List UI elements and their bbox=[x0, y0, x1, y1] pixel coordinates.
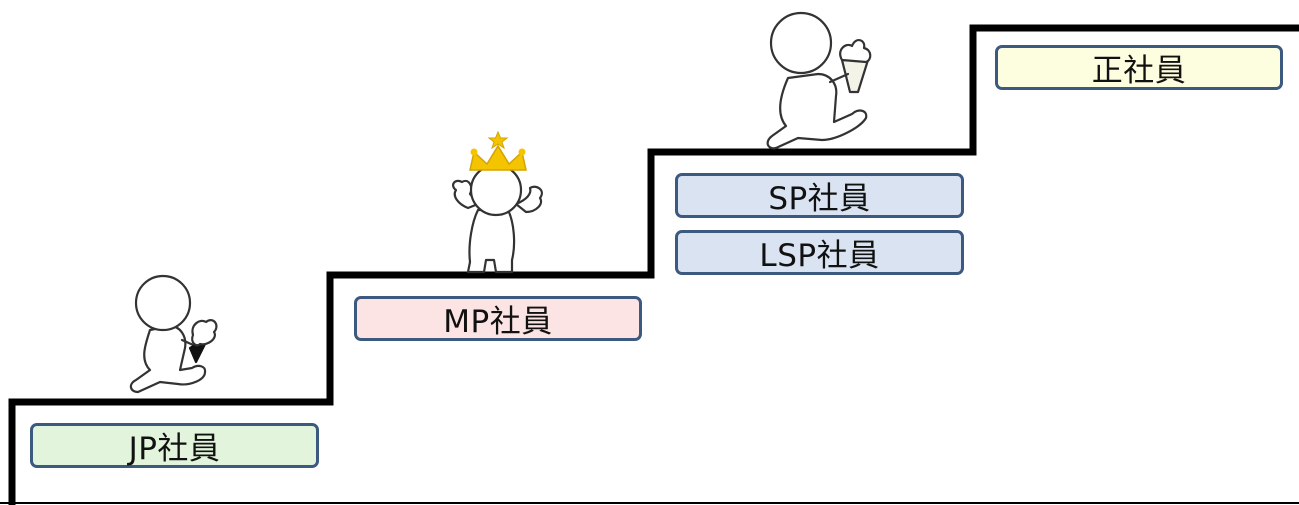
rank-box-mp: MP社員 bbox=[354, 296, 642, 341]
rank-box-sp: SP社員 bbox=[675, 173, 964, 218]
rank-box-seishain: 正社員 bbox=[995, 45, 1283, 90]
crown-icon bbox=[469, 130, 527, 171]
rank-box-jp: JP社員 bbox=[30, 423, 319, 468]
ice-cream-figure-icon bbox=[129, 274, 218, 394]
rank-label-lsp: LSP社員 bbox=[759, 238, 880, 274]
rank-label-sp: SP社員 bbox=[768, 181, 871, 217]
rank-label-seishain: 正社員 bbox=[1091, 53, 1187, 89]
rank-box-lsp: LSP社員 bbox=[675, 230, 964, 275]
ice-cream-figure-icon bbox=[766, 11, 872, 150]
rank-label-jp: JP社員 bbox=[128, 431, 221, 467]
staircase-line bbox=[8, 24, 1299, 505]
rank-label-mp: MP社員 bbox=[443, 304, 553, 340]
crowned-figure-icon bbox=[452, 163, 543, 274]
